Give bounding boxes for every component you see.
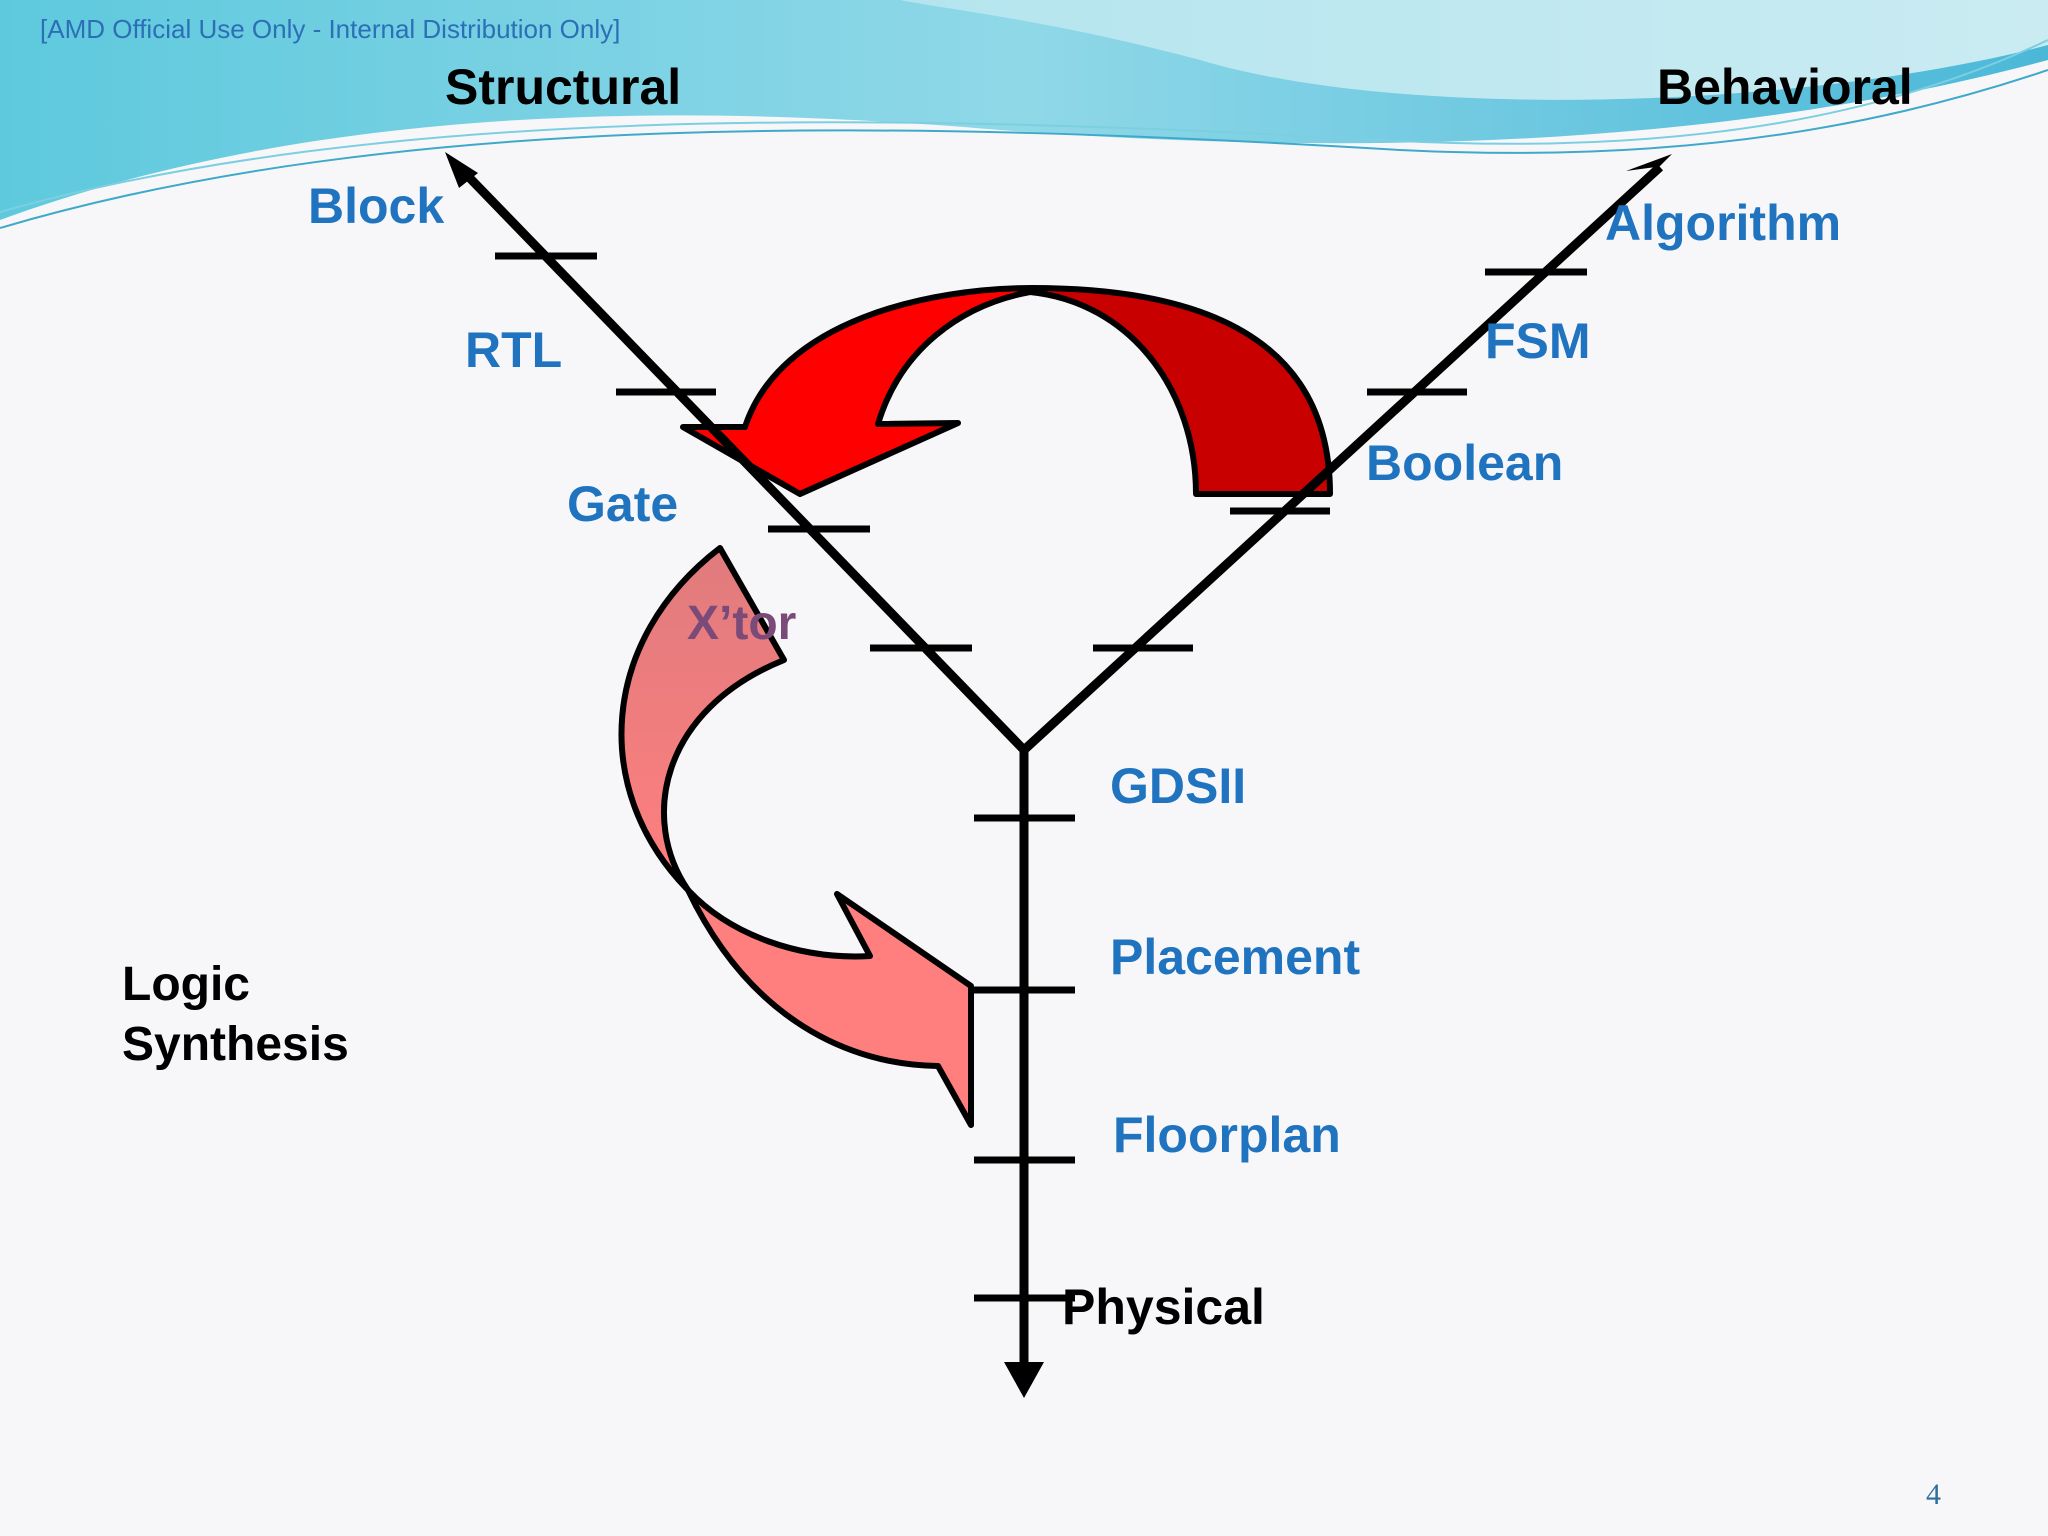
axis-arrowheads	[445, 152, 1672, 1398]
level-gdsii-label: GDSII	[1110, 758, 1247, 814]
structural-arrowhead	[445, 152, 478, 188]
physical-arrowhead	[1004, 1362, 1044, 1398]
level-xtor-label: X’tor	[687, 597, 797, 650]
level-placement-label: Placement	[1110, 929, 1361, 985]
level-block-label: Block	[308, 178, 445, 234]
y-chart-axes	[458, 163, 1664, 1370]
physical-axis-label: Physical	[1062, 1279, 1265, 1335]
logic-synthesis-line1: Logic	[122, 958, 250, 1011]
classification-note: [AMD Official Use Only - Internal Distri…	[40, 14, 621, 44]
structural-axis	[458, 166, 1028, 754]
axis-ticks	[495, 252, 1587, 1302]
page-number: 4	[1926, 1478, 1941, 1511]
header-wave-decoration	[0, 0, 2048, 229]
level-algorithm-label: Algorithm	[1605, 195, 1842, 251]
behavioral-axis	[1020, 163, 1664, 754]
level-floorplan-label: Floorplan	[1113, 1107, 1341, 1163]
behavioral-axis-label: Behavioral	[1657, 59, 1913, 115]
synthesis-arc-arrow	[680, 285, 1333, 497]
logic-synthesis-line2: Synthesis	[122, 1018, 349, 1071]
level-boolean-label: Boolean	[1366, 435, 1564, 491]
physical-arc-arrow	[618, 545, 974, 1128]
level-gate-label: Gate	[567, 476, 679, 532]
level-fsm-label: FSM	[1485, 313, 1591, 369]
behavioral-arrowhead	[1626, 154, 1672, 184]
logic-synthesis-label: Logic Synthesis	[122, 955, 349, 1075]
level-rtl-label: RTL	[465, 322, 563, 378]
structural-axis-label: Structural	[445, 59, 682, 115]
